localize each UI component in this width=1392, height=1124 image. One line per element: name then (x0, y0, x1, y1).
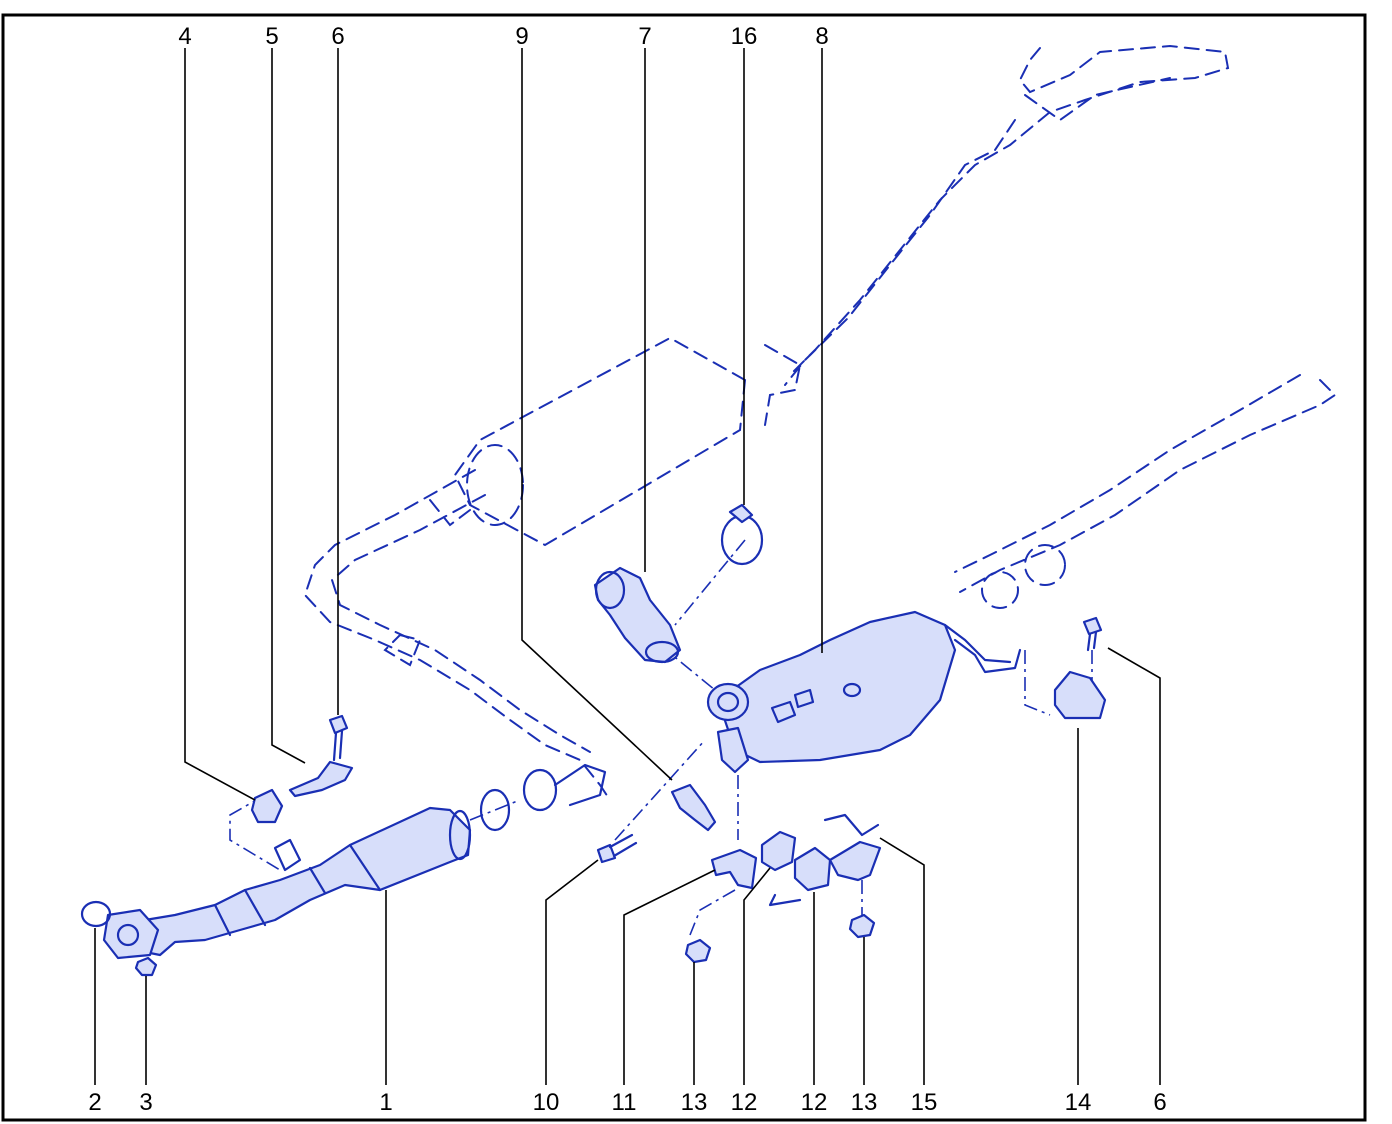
callouts-bottom: 2 3 1 10 11 13 12 12 13 15 14 6 (88, 1089, 1166, 1116)
nut-13b (848, 913, 876, 939)
callout-12a: 12 (731, 1089, 758, 1116)
callout-7: 7 (638, 23, 651, 50)
bracket-5 (288, 760, 354, 798)
hanger-9 (670, 783, 717, 832)
callout-10: 10 (533, 1089, 560, 1116)
callout-14: 14 (1065, 1089, 1092, 1116)
clamp-16 (720, 503, 764, 566)
callout-13b: 13 (851, 1089, 878, 1116)
callout-12b: 12 (801, 1089, 828, 1116)
leader-lines (94, 48, 1161, 1085)
callout-6-top: 6 (331, 23, 344, 50)
hanger-rod-12 (768, 893, 802, 907)
diagram-frame (1, 13, 1367, 1122)
bolt-10 (596, 833, 638, 864)
callout-13a: 13 (681, 1089, 708, 1116)
rubber-mount-12b (793, 846, 832, 892)
callout-3: 3 (139, 1089, 152, 1116)
bolt-6-right (1082, 616, 1103, 652)
callout-1: 1 (379, 1089, 392, 1116)
rubber-mount-4 (250, 788, 284, 824)
callout-11: 11 (612, 1089, 637, 1116)
nut-13a (684, 938, 712, 964)
rear-mount-14 (1053, 670, 1107, 720)
callout-16: 16 (731, 23, 758, 50)
callout-4: 4 (178, 23, 191, 50)
callout-2: 2 (88, 1089, 101, 1116)
bracket-11 (710, 848, 758, 890)
assembly-lines (229, 539, 1093, 936)
center-muffler-8 (706, 610, 1022, 774)
intermediate-flange (553, 763, 607, 807)
rubber-mount-12a (760, 830, 797, 872)
connecting-pipe-7 (593, 566, 682, 664)
bolt-6-left (328, 714, 349, 762)
gasket-ring-2 (80, 900, 112, 928)
ghost-rear-exhaust (303, 44, 1337, 801)
callout-6-bottom: 6 (1153, 1089, 1166, 1116)
callout-8: 8 (815, 23, 828, 50)
callout-9: 9 (515, 23, 528, 50)
callouts-top: 4 5 6 9 7 16 8 (178, 23, 828, 50)
callout-15: 15 (911, 1089, 938, 1116)
callout-5: 5 (265, 23, 278, 50)
flange-gasket-b (522, 768, 558, 812)
front-pipe-catalytic-converter (102, 806, 472, 960)
nut-3 (134, 956, 158, 977)
hanger-bracket-15 (823, 813, 882, 882)
flange-gasket-a (479, 788, 511, 832)
